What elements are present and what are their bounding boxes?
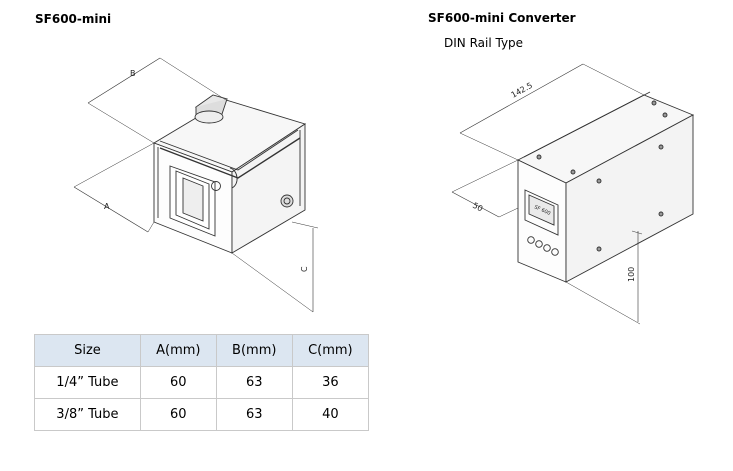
cell-c: 36: [291, 366, 370, 399]
dimension-c-label: C: [300, 266, 309, 272]
sensor-drawing: [73, 57, 319, 313]
table-row: 1/4” Tube 60 63 36: [34, 366, 370, 399]
header-a: A(mm): [139, 334, 217, 367]
table-header-row: Size A(mm) B(mm) C(mm): [34, 334, 370, 367]
cell-size: 1/4” Tube: [34, 366, 141, 399]
converter-drawing: [451, 63, 695, 325]
converter-title: SF600-mini Converter: [428, 11, 576, 25]
cell-b: 63: [215, 366, 293, 399]
header-c: C(mm): [291, 334, 370, 367]
dimension-height-label: 100: [627, 267, 636, 282]
header-size: Size: [34, 334, 141, 367]
dimension-b-label: B: [130, 69, 136, 78]
dimension-a-label: A: [104, 202, 110, 211]
sensor-title: SF600-mini: [35, 12, 112, 26]
cell-c: 40: [291, 398, 370, 431]
dimension-table: Size A(mm) B(mm) C(mm) 1/4” Tube 60 63 3…: [34, 334, 370, 431]
dimension-depth-label: 50: [471, 201, 484, 214]
table-row: 3/8” Tube 60 63 40: [34, 398, 370, 431]
cell-a: 60: [139, 398, 217, 431]
converter-subtitle: DIN Rail Type: [444, 36, 524, 50]
header-b: B(mm): [215, 334, 293, 367]
cell-b: 63: [215, 398, 293, 431]
dimension-length-label: 142.5: [510, 81, 534, 100]
cell-a: 60: [139, 366, 217, 399]
cell-size: 3/8” Tube: [34, 398, 141, 431]
